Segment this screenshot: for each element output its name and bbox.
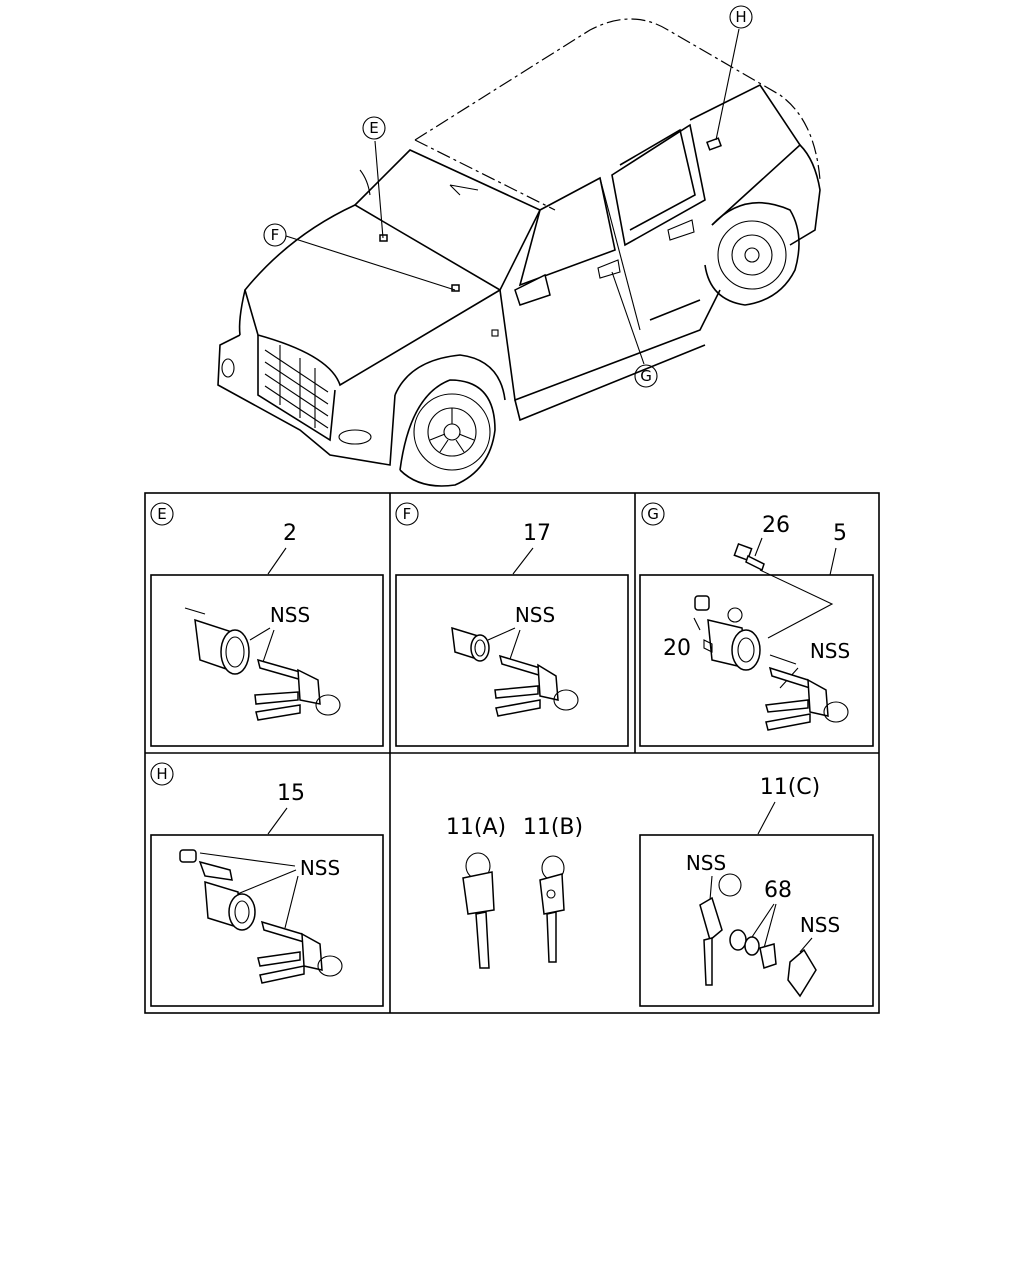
part-number-2: 2 [283,521,297,546]
key-set [257,920,343,984]
part-number-5: 5 [833,521,847,546]
part-number-11b: 11(B) [523,815,583,840]
panel-f: F 17 NSS [395,502,629,747]
part-number-11a: 11(A) [446,815,506,840]
panel-g: G 26 5 20 NSS [639,502,874,747]
panel-e: E 2 NSS [150,502,384,747]
trunk-lock-cylinder [451,626,490,662]
part-number-15: 15 [277,781,305,806]
nss-label: NSS [515,603,555,627]
tailgate-lock-cylinder [179,849,256,931]
callout-e-label: E [369,119,378,137]
nss-label: NSS [810,639,850,663]
key-11c-parts [699,873,817,998]
nss-label: NSS [270,603,310,627]
nss-label: NSS [686,851,726,875]
key-11a [462,852,495,969]
panel-h: H 15 NSS [150,762,384,1007]
part-number-20: 20 [663,636,691,661]
nss-label: NSS [300,856,340,880]
panel-e-callout: E [157,505,166,523]
panel-f-callout: F [403,505,412,523]
ignition-lock-cylinder [184,607,250,675]
door-lock-cylinder [694,595,761,671]
callout-f-label: F [271,226,280,244]
vehicle-callouts: E F G H [263,5,753,388]
vehicle-illustration [217,18,821,487]
panel-g-callout: G [647,505,659,523]
key-11b [539,855,565,963]
callout-h-label: H [735,8,746,26]
panel-grid [144,492,880,1014]
part-number-17: 17 [523,521,551,546]
part-number-11c: 11(C) [760,775,821,800]
bolt [733,543,765,572]
key-set [254,658,341,721]
part-number-26: 26 [762,513,790,538]
panel-keys: 11(A) 11(B) 11(C) NSS 68 NSS [446,775,874,1007]
key-set [494,654,579,717]
callout-g-label: G [640,367,652,385]
part-number-68: 68 [764,878,792,903]
nss-label: NSS [800,913,840,937]
panel-h-callout: H [156,765,167,783]
key-set [765,666,849,731]
